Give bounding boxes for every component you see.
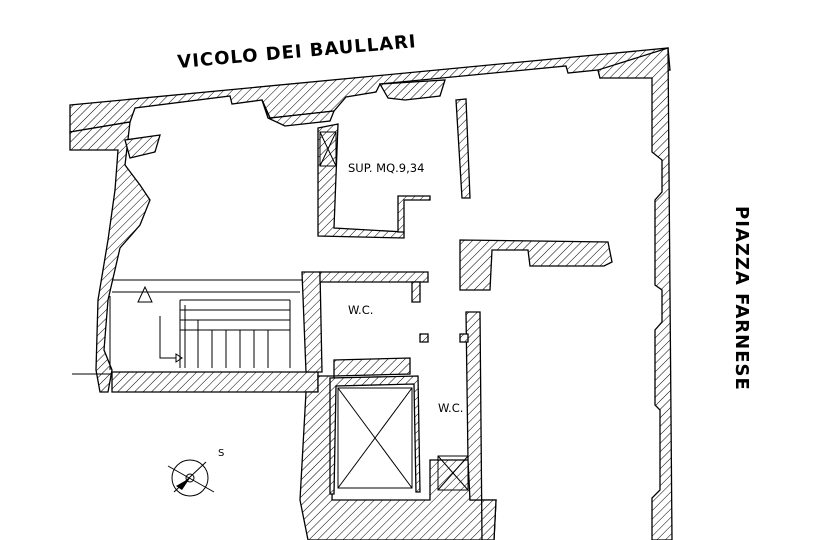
center-room-step xyxy=(397,195,431,233)
street-north-label: VICOLO DEI BAULLARI xyxy=(177,31,418,73)
shaft-small xyxy=(319,131,337,167)
center-room-west-wall xyxy=(317,123,405,239)
north-wall xyxy=(69,47,671,133)
compass-icon xyxy=(167,459,215,497)
right-divider-wall xyxy=(459,239,613,291)
elevator-shaft xyxy=(337,387,413,489)
north-wall-bay-2 xyxy=(378,79,446,101)
wc1-bottom-wall xyxy=(333,357,411,377)
compass-direction-label: S xyxy=(218,448,224,459)
wc2-door-jamb-2 xyxy=(459,333,469,343)
upper-left-inner-wall xyxy=(124,134,161,159)
north-wall-bay-1 xyxy=(261,99,336,127)
staircase xyxy=(112,279,302,368)
stair-right-wall xyxy=(301,271,323,373)
level-triangle-icon xyxy=(137,285,153,303)
wc2-door-jamb xyxy=(419,333,429,343)
wc2-east-wall xyxy=(465,311,497,540)
room-area-label: SUP. MQ.9,34 xyxy=(348,161,424,175)
wc1-side-post xyxy=(411,281,421,303)
wc-label-1: W.C. xyxy=(348,303,373,317)
elevator-frame-wall xyxy=(329,375,421,495)
center-room-east-wall xyxy=(455,98,471,199)
wc-label-2: W.C. xyxy=(438,401,463,415)
stair-bottom-wall xyxy=(111,371,319,393)
wc1-top-wall xyxy=(319,271,429,283)
west-wall xyxy=(69,121,151,393)
east-wall xyxy=(597,47,673,540)
street-east-label: PIAZZA FARNESE xyxy=(731,206,752,391)
